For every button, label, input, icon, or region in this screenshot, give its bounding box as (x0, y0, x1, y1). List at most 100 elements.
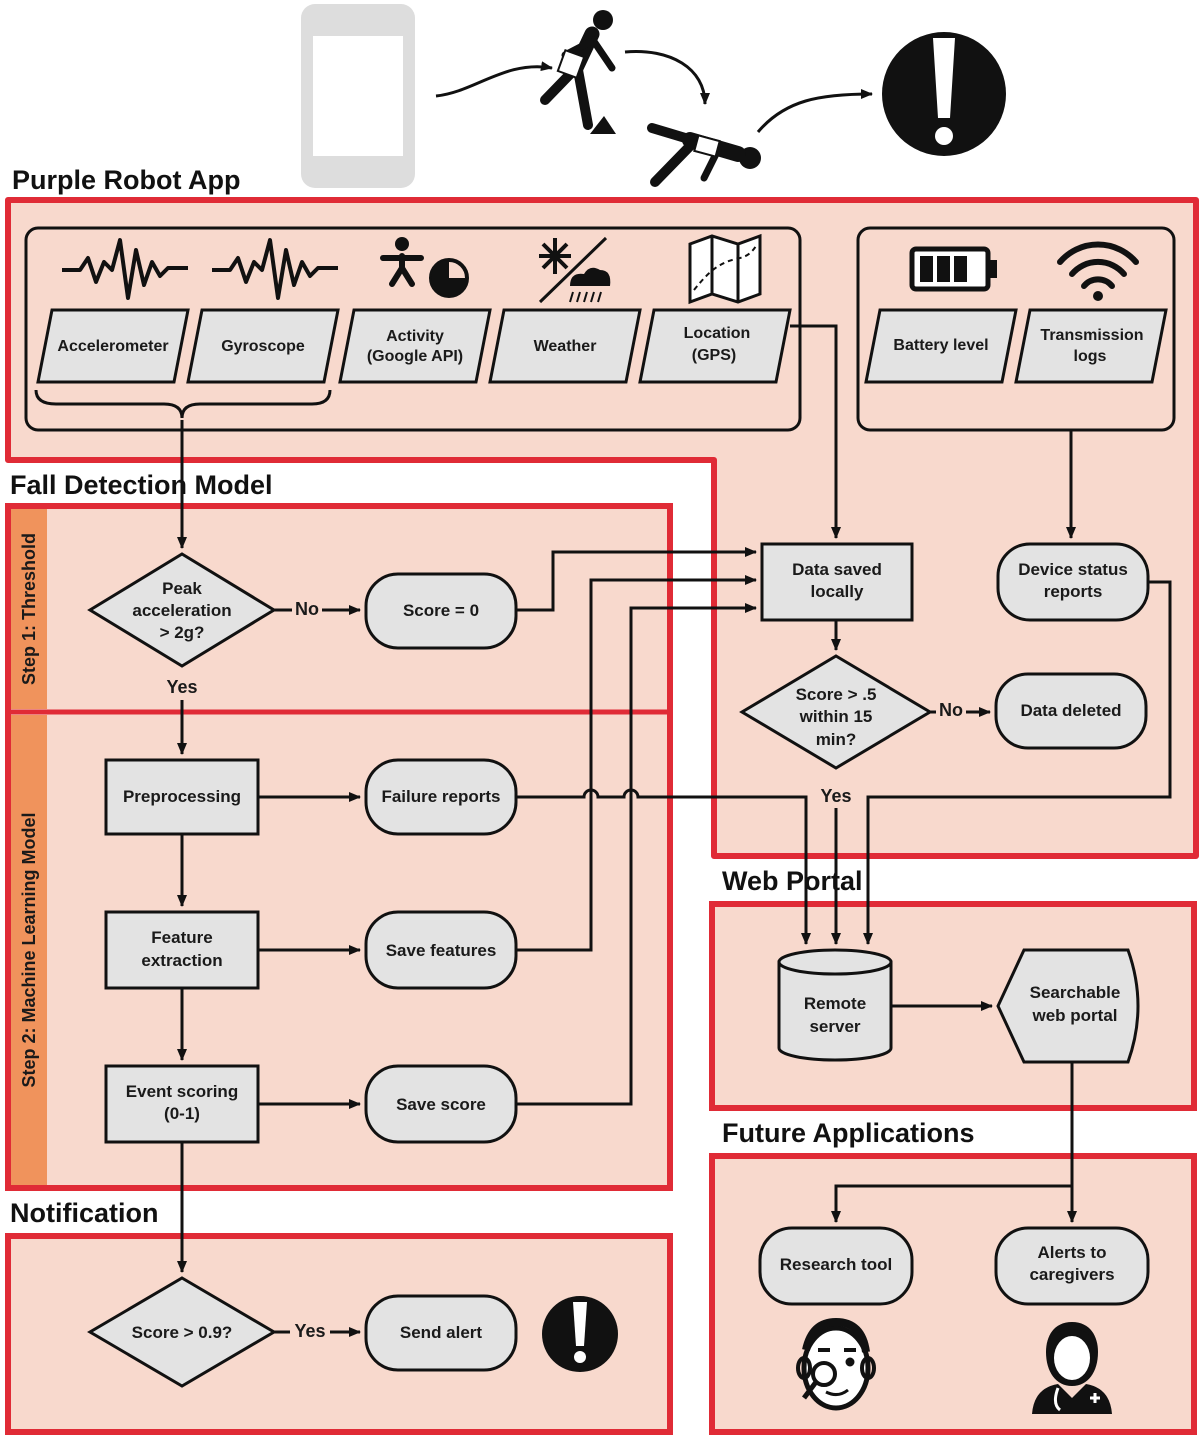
alert-exclamation-icon (542, 1296, 618, 1372)
data-saved-line2: locally (811, 582, 864, 601)
accelerometer-signal-icon (62, 238, 188, 300)
label-weather: Weather (534, 338, 597, 355)
decision-score-half[interactable] (739, 654, 933, 770)
label-transmission-line1: Transmission (1040, 327, 1143, 344)
device-line1: Device status (1018, 560, 1128, 579)
node-remote-server[interactable] (777, 948, 893, 1062)
sensor-brace (34, 389, 332, 419)
wifi-icon (1057, 241, 1139, 301)
data-deleted-label: Data deleted (1020, 701, 1121, 720)
save-features-label: Save features (386, 941, 497, 960)
event-line1: Event scoring (126, 1082, 238, 1101)
label-transmission-line2: logs (1074, 348, 1107, 365)
section-title-app: Purple Robot App (12, 165, 240, 195)
decision-peak-acceleration[interactable] (87, 552, 277, 668)
send-alert-label: Send alert (400, 1323, 483, 1342)
walking-person-icon (540, 10, 616, 134)
event-line2: (0-1) (164, 1104, 200, 1123)
portal-line1: Searchable (1030, 983, 1121, 1002)
feature-line1: Feature (151, 928, 212, 947)
research-tool-label: Research tool (780, 1255, 892, 1274)
edge-device-to-server (863, 580, 1172, 945)
device-line2: reports (1044, 582, 1103, 601)
score-half-line3: min? (816, 730, 857, 749)
portal-line2: web portal (1031, 1006, 1117, 1025)
step-label-threshold: Step 1: Threshold (19, 533, 39, 685)
sensor-weather[interactable] (488, 308, 642, 384)
score-half-line1: Score > .5 (796, 685, 877, 704)
sensor-gyroscope[interactable] (186, 308, 340, 384)
edge-label-no-2: No (939, 700, 963, 720)
remote-line1: Remote (804, 994, 866, 1013)
label-activity-line1: Activity (386, 328, 444, 345)
exclamation-icon (882, 32, 1006, 156)
section-title-portal: Web Portal (722, 866, 863, 896)
map-icon (688, 233, 762, 305)
step-bar-threshold (11, 509, 47, 709)
label-battery: Battery level (893, 337, 988, 354)
arrow-phone-to-walker (435, 61, 553, 98)
node-preprocessing[interactable] (104, 758, 260, 836)
researcher-icon (796, 1317, 876, 1411)
label-location-line1: Location (684, 325, 751, 342)
save-score-label: Save score (396, 1095, 486, 1114)
sensor-accelerometer[interactable] (36, 308, 190, 384)
edge-score0-to-saved (516, 547, 757, 612)
step-bar-ml (11, 715, 47, 1185)
score09-label: Score > 0.9? (132, 1323, 233, 1342)
edge-failure-to-server (516, 788, 811, 945)
label-accelerometer: Accelerometer (57, 338, 168, 355)
node-research-tool[interactable] (758, 1226, 914, 1306)
peak-line3: > 2g? (160, 623, 205, 642)
node-data-deleted[interactable] (994, 672, 1148, 750)
arrow-walker-to-fallen (624, 49, 710, 105)
sensor-group-box (24, 226, 802, 432)
arrow-fallen-to-alert (756, 89, 873, 133)
battery-icon (909, 246, 997, 292)
sensor-activity[interactable] (338, 308, 492, 384)
data-saved-line1: Data saved (792, 560, 882, 579)
step-label-ml: Step 2: Machine Learning Model (19, 812, 39, 1087)
edge-label-yes-2: Yes (820, 786, 851, 806)
phone-icon (301, 4, 415, 188)
node-searchable-web-portal[interactable] (996, 948, 1140, 1064)
alerts-line2: caregivers (1029, 1265, 1114, 1284)
section-title-notification: Notification (10, 1198, 159, 1228)
feature-line2: extraction (141, 951, 222, 970)
score-zero-label: Score = 0 (403, 601, 479, 620)
label-location-line2: (GPS) (692, 347, 736, 364)
node-send-alert[interactable] (364, 1294, 518, 1372)
gyroscope-signal-icon (212, 238, 338, 300)
section-title-model: Fall Detection Model (10, 470, 273, 500)
connectors (177, 324, 1172, 1337)
edge-savefeatures-to-saved (516, 575, 757, 952)
score-half-line2: within 15 (799, 707, 873, 726)
edge-location-to-saved (790, 324, 841, 539)
remote-line2: server (809, 1017, 860, 1036)
weather-icon (538, 236, 611, 304)
sensor-location[interactable] (638, 308, 792, 384)
caregiver-icon (1032, 1322, 1112, 1414)
peak-line2: acceleration (132, 601, 231, 620)
edge-label-yes-3: Yes (294, 1321, 325, 1341)
node-feature-extraction[interactable] (104, 910, 260, 990)
label-gyroscope: Gyroscope (221, 338, 305, 355)
edge-savescore-to-saved (516, 603, 757, 1106)
edge-portal-to-research (831, 1184, 1072, 1223)
preprocessing-label: Preprocessing (123, 787, 241, 806)
activity-icon (380, 237, 469, 298)
section-title-future: Future Applications (722, 1118, 975, 1148)
edge-label-yes-1: Yes (166, 677, 197, 697)
node-alerts-caregivers[interactable] (994, 1226, 1150, 1306)
failure-reports-label: Failure reports (381, 787, 500, 806)
decision-score-09[interactable] (87, 1276, 277, 1388)
sensor-battery[interactable] (864, 308, 1018, 384)
alerts-line1: Alerts to (1038, 1243, 1107, 1262)
device-group-box (856, 226, 1176, 432)
sensor-transmission[interactable] (1014, 308, 1168, 384)
peak-line1: Peak (162, 579, 202, 598)
edge-label-no-1: No (295, 599, 319, 619)
node-data-saved-locally[interactable] (760, 542, 914, 622)
fallen-person-icon (647, 123, 761, 187)
